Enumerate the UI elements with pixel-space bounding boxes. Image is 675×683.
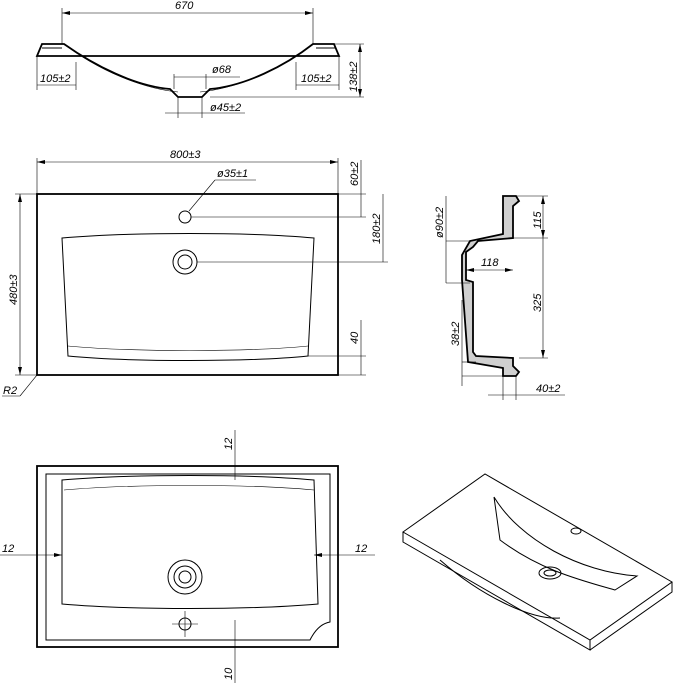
- dim-top-left-rim: 105±2: [40, 73, 71, 85]
- dim-top-drain-bottom: ø45±2: [210, 102, 241, 114]
- dim-side-rim: 40±2: [536, 383, 560, 395]
- dim-side-drain: 38±2: [450, 322, 462, 346]
- dim-top-right-rim: 105±2: [301, 73, 332, 85]
- dim-top-width: 670: [175, 0, 194, 12]
- dim-plan-width: 800±3: [170, 149, 201, 161]
- dim-side-inner: 118: [481, 257, 499, 269]
- dim-plan-height: 480±3: [8, 274, 20, 305]
- dim-top-height: 138±2: [348, 61, 360, 92]
- plan-view: 800±3 ø35±1 480±3 R2 60±2 180±2 40: [2, 149, 388, 397]
- dim-plan-front-margin: 40: [349, 331, 361, 344]
- dim-plan-tap-hole: ø35±1: [217, 168, 248, 180]
- dim-plan-corner-radius: R2: [3, 385, 17, 397]
- dim-plan-tap-offset: 60±2: [349, 162, 361, 186]
- dim-side-depth-top: 115: [532, 211, 544, 229]
- isometric-view: [402, 473, 673, 651]
- dim-top-drain-top: ø68: [212, 64, 232, 76]
- side-section-view: 115 ø90±2 118 325 38±2 40±2: [434, 195, 565, 400]
- top-section-view: 670 105±2 105±2 ø68 ø45±2 138±2: [35, 0, 364, 118]
- bottom-view: 12 12 12 10: [0, 430, 375, 683]
- dim-bottom-top-gap: 12: [223, 438, 235, 450]
- dim-side-depth: 325: [532, 293, 544, 312]
- dim-bottom-right-gap: 12: [355, 543, 367, 555]
- dim-plan-drain-offset: 180±2: [371, 213, 383, 244]
- dim-side-overflow: ø90±2: [434, 207, 446, 238]
- dim-bottom-bottom-gap: 10: [223, 667, 235, 680]
- dim-bottom-left-gap: 12: [2, 543, 14, 555]
